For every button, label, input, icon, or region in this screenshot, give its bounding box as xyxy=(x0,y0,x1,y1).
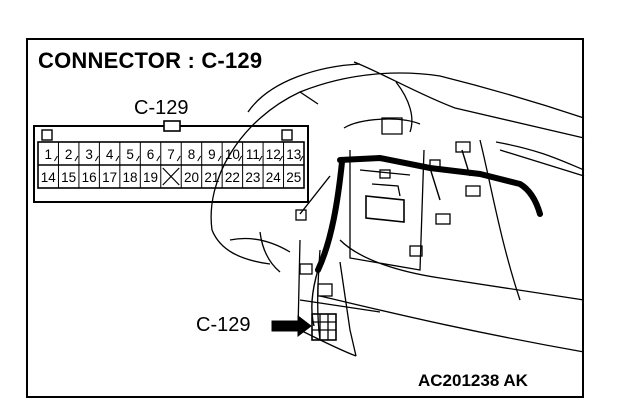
c129-connector-body xyxy=(311,313,337,341)
pin-number-22: 22 xyxy=(225,170,240,185)
dash-outline-top xyxy=(247,63,361,113)
connector-callout-arrow xyxy=(271,314,312,338)
connector-lock-tab xyxy=(163,120,181,132)
small-connector-a xyxy=(299,263,313,275)
pin-number-9: 9 xyxy=(208,147,216,162)
empty-cavity-mark xyxy=(162,167,180,186)
terminal-tick xyxy=(258,155,263,162)
small-connector-d xyxy=(455,141,471,153)
upper-connector xyxy=(381,117,403,135)
illustration-code: AC201238 AK xyxy=(418,371,528,390)
pin-number-20: 20 xyxy=(184,170,199,185)
pin-number-14: 14 xyxy=(41,170,57,185)
terminal-tick xyxy=(176,155,181,162)
terminal-tick xyxy=(238,155,243,162)
pin-number-2: 2 xyxy=(65,147,73,162)
terminal-tick xyxy=(54,155,58,162)
harness-down-run xyxy=(315,159,345,273)
wiring-harness xyxy=(315,154,543,273)
pin-number-13: 13 xyxy=(286,147,301,162)
terminal-tick xyxy=(279,155,283,162)
pin-number-24: 24 xyxy=(266,170,282,185)
pin-number-23: 23 xyxy=(245,170,260,185)
pin-number-7: 7 xyxy=(167,147,175,162)
pin-number-10: 10 xyxy=(225,147,240,162)
pin-number-17: 17 xyxy=(102,170,117,185)
center-module xyxy=(365,195,405,223)
small-connector-f xyxy=(435,213,451,225)
wiring-branches xyxy=(299,149,471,327)
dash-outline-left xyxy=(210,72,441,231)
pin-number-3: 3 xyxy=(85,147,93,162)
small-connector-i xyxy=(379,169,391,179)
pin-number-1: 1 xyxy=(44,147,52,162)
diagram-title: CONNECTOR : C-129 xyxy=(38,48,263,73)
pin-number-15: 15 xyxy=(61,170,76,185)
diagram-frame xyxy=(26,38,584,398)
terminal-tick xyxy=(156,155,161,162)
terminal-tick xyxy=(217,155,222,162)
small-connector-h xyxy=(409,245,423,257)
pin-number-16: 16 xyxy=(82,170,97,185)
pin-row-bottom: 14 15 16 17 18 19 20 21 22 23 24 25 xyxy=(41,165,301,188)
pin-number-4: 4 xyxy=(106,147,114,162)
pin-number-25: 25 xyxy=(286,170,301,185)
terminal-tick xyxy=(135,155,140,162)
pin-number-8: 8 xyxy=(188,147,196,162)
connector-rib-left xyxy=(41,129,53,141)
glovebox-edge xyxy=(479,139,521,301)
pin-number-11: 11 xyxy=(246,147,260,162)
terminal-tick xyxy=(74,155,79,162)
connector-callout-label: C-129 xyxy=(196,314,251,336)
terminal-tick xyxy=(115,155,120,162)
small-connector-b xyxy=(317,283,333,297)
center-bracket xyxy=(349,149,425,271)
terminal-tick xyxy=(94,155,99,162)
connector-face-label: C-129 xyxy=(134,97,189,119)
pin-number-5: 5 xyxy=(126,147,134,162)
lower-dash-edge xyxy=(339,239,585,301)
pin-number-18: 18 xyxy=(123,170,138,185)
dash-top-edge xyxy=(353,61,585,139)
pin-number-21: 21 xyxy=(204,170,219,185)
terminal-tick xyxy=(197,155,202,162)
small-connector-g xyxy=(295,209,307,221)
pin-number-19: 19 xyxy=(143,170,158,185)
dashboard-illustration xyxy=(210,61,585,357)
small-connector-e xyxy=(465,185,481,197)
pin-number-12: 12 xyxy=(266,147,281,162)
harness-main-run xyxy=(337,154,543,217)
terminal-tick xyxy=(299,155,304,162)
floor-line xyxy=(319,295,585,353)
pin-number-6: 6 xyxy=(147,147,155,162)
connector-rib-right xyxy=(281,129,293,141)
